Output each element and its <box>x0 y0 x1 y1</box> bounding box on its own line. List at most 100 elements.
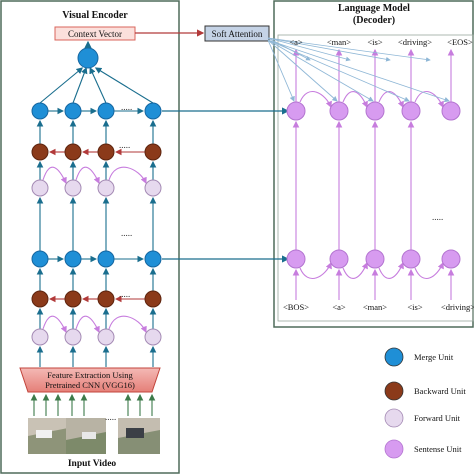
backward-unit-node <box>144 290 162 308</box>
sentence-unit-node <box>329 249 349 269</box>
to-context-merge-arrow <box>89 66 107 104</box>
attention-arrow <box>267 39 450 103</box>
sentence-unit-node <box>365 249 385 269</box>
sentence-unit-node <box>365 101 385 121</box>
encoder-title: Visual Encoder <box>62 10 128 21</box>
forward-unit-node <box>144 179 162 197</box>
recurrent-arrow <box>342 90 368 109</box>
forward-arrow <box>75 315 100 333</box>
backward-unit-node <box>97 143 115 161</box>
backward-unit-node <box>64 143 82 161</box>
input-video-frames: ..... <box>28 412 160 454</box>
forward-arrow <box>108 315 147 333</box>
decoder-title-line1: Language Model <box>338 3 410 14</box>
decoder-input-tokens: <BOS><a><man><is><driving> <box>283 302 474 312</box>
encoder-ellipsis-2: ..... <box>121 228 132 238</box>
forward-unit-node <box>31 328 49 346</box>
backward-unit-node <box>144 143 162 161</box>
recurrent-arrow <box>342 261 368 280</box>
merge-unit-node <box>144 250 162 268</box>
merge-unit-node <box>64 250 82 268</box>
output-token: <is> <box>367 37 382 47</box>
sentence-unit-node <box>401 101 421 121</box>
encoder-ellipsis-4: ..... <box>121 102 132 112</box>
recurrent-arrow <box>378 261 404 280</box>
forward-arrow <box>108 166 147 184</box>
merge-unit-node <box>144 102 162 120</box>
input-video-label: Input Video <box>68 459 117 469</box>
merge-unit-node <box>31 250 49 268</box>
forward-unit-node <box>64 179 82 197</box>
frames-ellipsis: ..... <box>105 412 116 422</box>
decoder-output-tokens: <a> <man> <is> <driving> <EOS> <box>289 37 473 47</box>
forward-arrow <box>42 315 67 333</box>
sentence-unit-node <box>286 249 306 269</box>
backward-unit-node <box>64 290 82 308</box>
merge-unit-node <box>97 250 115 268</box>
recurrent-arrow <box>414 90 444 109</box>
encoder-arrows <box>36 66 157 367</box>
input-token: <a> <box>332 302 346 312</box>
decoder-panel-inner <box>277 34 474 322</box>
cnn-label-line2: Pretrained CNN (VGG16) <box>45 380 135 390</box>
input-token: <is> <box>407 302 422 312</box>
video-frame-2 <box>66 418 106 454</box>
legend-label: Forward Unit <box>414 413 461 423</box>
video-frame-3 <box>118 418 160 454</box>
legend-swatch <box>384 408 404 428</box>
decoder-title-line2: (Decoder) <box>353 15 395 26</box>
frame-arrows <box>30 393 156 416</box>
sentence-unit-node <box>329 101 349 121</box>
backward-unit-node <box>31 290 49 308</box>
merge-unit-node <box>64 102 82 120</box>
sentence-unit-node <box>401 249 421 269</box>
sentence-unit-node <box>286 101 306 121</box>
recurrent-arrow <box>299 261 332 280</box>
attention-arrow <box>267 39 374 102</box>
merge-unit-node <box>97 102 115 120</box>
backward-unit-node <box>97 290 115 308</box>
sentence-unit-node <box>441 249 461 269</box>
legend-label: Backward Unit <box>414 386 466 396</box>
legend-label: Merge Unit <box>414 352 454 362</box>
recurrent-arrow <box>299 90 332 109</box>
legend-label: Sentense Unit <box>414 444 462 454</box>
legend-swatch <box>384 439 404 459</box>
forward-unit-node <box>144 328 162 346</box>
recurrent-arrow <box>414 261 444 280</box>
forward-unit-node <box>64 328 82 346</box>
decoder-panel <box>273 0 474 328</box>
attention-arrow <box>267 37 431 62</box>
cnn-label-line1: Feature Extraction Using <box>47 370 133 380</box>
soft-attention-label: Soft Attention <box>212 29 263 39</box>
soft-attention-box <box>204 25 270 42</box>
context-vector-label: Context Vector <box>68 29 122 39</box>
sentence-unit-node <box>441 101 461 121</box>
input-token: <BOS> <box>283 302 309 312</box>
forward-unit-node <box>97 328 115 346</box>
forward-unit-node <box>31 179 49 197</box>
input-token: <man> <box>363 302 387 312</box>
context-merge-node <box>77 47 99 69</box>
legend-swatch <box>384 347 404 367</box>
merge-unit-node <box>31 102 49 120</box>
to-context-merge-arrow <box>72 66 88 104</box>
attention-arrow <box>267 37 311 61</box>
legend-swatch <box>384 381 404 401</box>
encoder-ellipsis-1: ..... <box>119 140 130 150</box>
forward-unit-node <box>97 179 115 197</box>
forward-arrow <box>42 166 67 184</box>
encoder-panel <box>0 0 180 474</box>
forward-arrow <box>75 166 100 184</box>
decoder-nodes <box>286 101 461 269</box>
output-token: <man> <box>327 37 351 47</box>
attention-arrows <box>267 37 450 103</box>
output-token: <a> <box>289 37 303 47</box>
backward-unit-node <box>31 143 49 161</box>
attention-arrow <box>267 39 295 102</box>
encoder-ellipsis-3: ..... <box>119 289 130 299</box>
output-token: <driving> <box>398 37 432 47</box>
output-token: <EOS> <box>447 37 473 47</box>
